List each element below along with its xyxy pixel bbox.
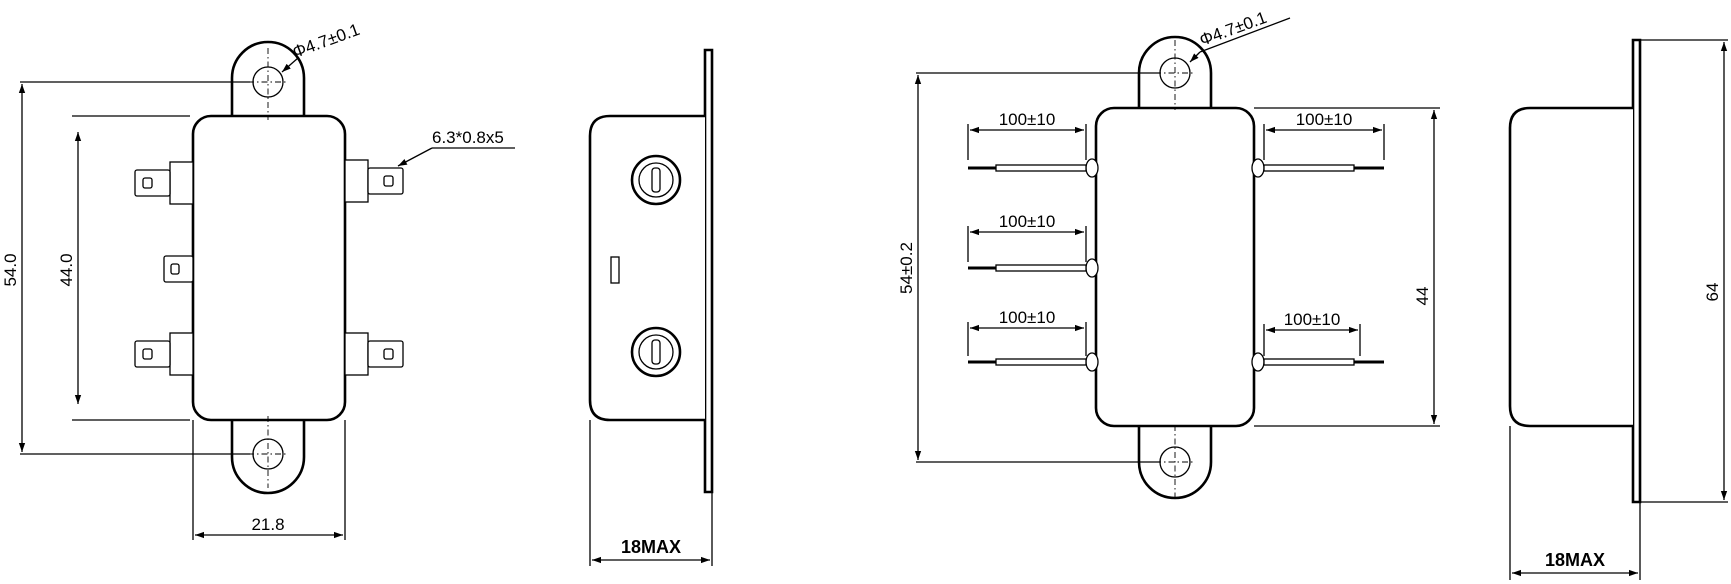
- dim-lead-bottom-right: 100±10: [1284, 310, 1341, 329]
- dim-outer-height: 54.0: [1, 253, 20, 286]
- dim-mount-height: 54±0.2: [897, 242, 916, 294]
- dim-hole-diameter: Φ4.7±0.1: [290, 20, 362, 62]
- terminal-left-top: [134, 161, 194, 205]
- dim-inner-height: 44.0: [57, 253, 76, 286]
- dim-hole-diameter: Φ4.7±0.1: [1197, 8, 1269, 50]
- lead-right-bottom: [1251, 352, 1384, 372]
- terminal-left-middle: [163, 255, 194, 283]
- terminal-right-top: [344, 159, 404, 203]
- terminal-left-bottom: [134, 332, 194, 376]
- bottom-mounting-ear: [1137, 422, 1213, 500]
- dim-body-height: 44: [1413, 287, 1432, 306]
- dim-overall-height: 64: [1703, 283, 1722, 302]
- top-mounting-ear: [1137, 35, 1213, 112]
- dim-lead-top-left: 100±10: [999, 110, 1056, 129]
- dim-lead-top-right: 100±10: [1296, 110, 1353, 129]
- dim-depth: 18MAX: [1545, 550, 1605, 570]
- lead-left-bottom: [968, 352, 1099, 372]
- mounting-plate: [1631, 38, 1642, 504]
- filter-body: [1094, 106, 1256, 428]
- side-terminal-bottom: [630, 326, 682, 378]
- dim-lead-bottom-left: 100±10: [999, 308, 1056, 327]
- dim-terminal-size: 6.3*0.8x5: [432, 128, 504, 147]
- side-body: [1508, 106, 1633, 428]
- filter-body: [191, 114, 347, 422]
- mounting-plate: [703, 48, 714, 494]
- side-slot: [610, 256, 620, 284]
- dim-width: 21.8: [251, 515, 284, 534]
- lead-left-top: [968, 158, 1099, 178]
- lead-right-top: [1251, 158, 1384, 178]
- side-view-wire-version: 64 18MAX: [1508, 38, 1728, 580]
- top-mounting-ear: [230, 40, 306, 120]
- dim-lead-middle-left: 100±10: [999, 212, 1056, 231]
- side-view-terminal-version: 18MAX: [588, 48, 714, 566]
- side-terminal-top: [630, 154, 682, 206]
- dim-depth: 18MAX: [621, 537, 681, 557]
- bottom-mounting-ear: [230, 415, 306, 495]
- front-view-wire-version: 100±10 100±10 100±10 100±10 100±10 54±0.…: [897, 8, 1440, 500]
- front-view-terminal-version: 54.0 44.0 21.8 Φ4.7±0.1 6.3*0.8x5: [1, 20, 515, 540]
- lead-left-middle: [968, 258, 1099, 278]
- terminal-right-bottom: [344, 332, 404, 376]
